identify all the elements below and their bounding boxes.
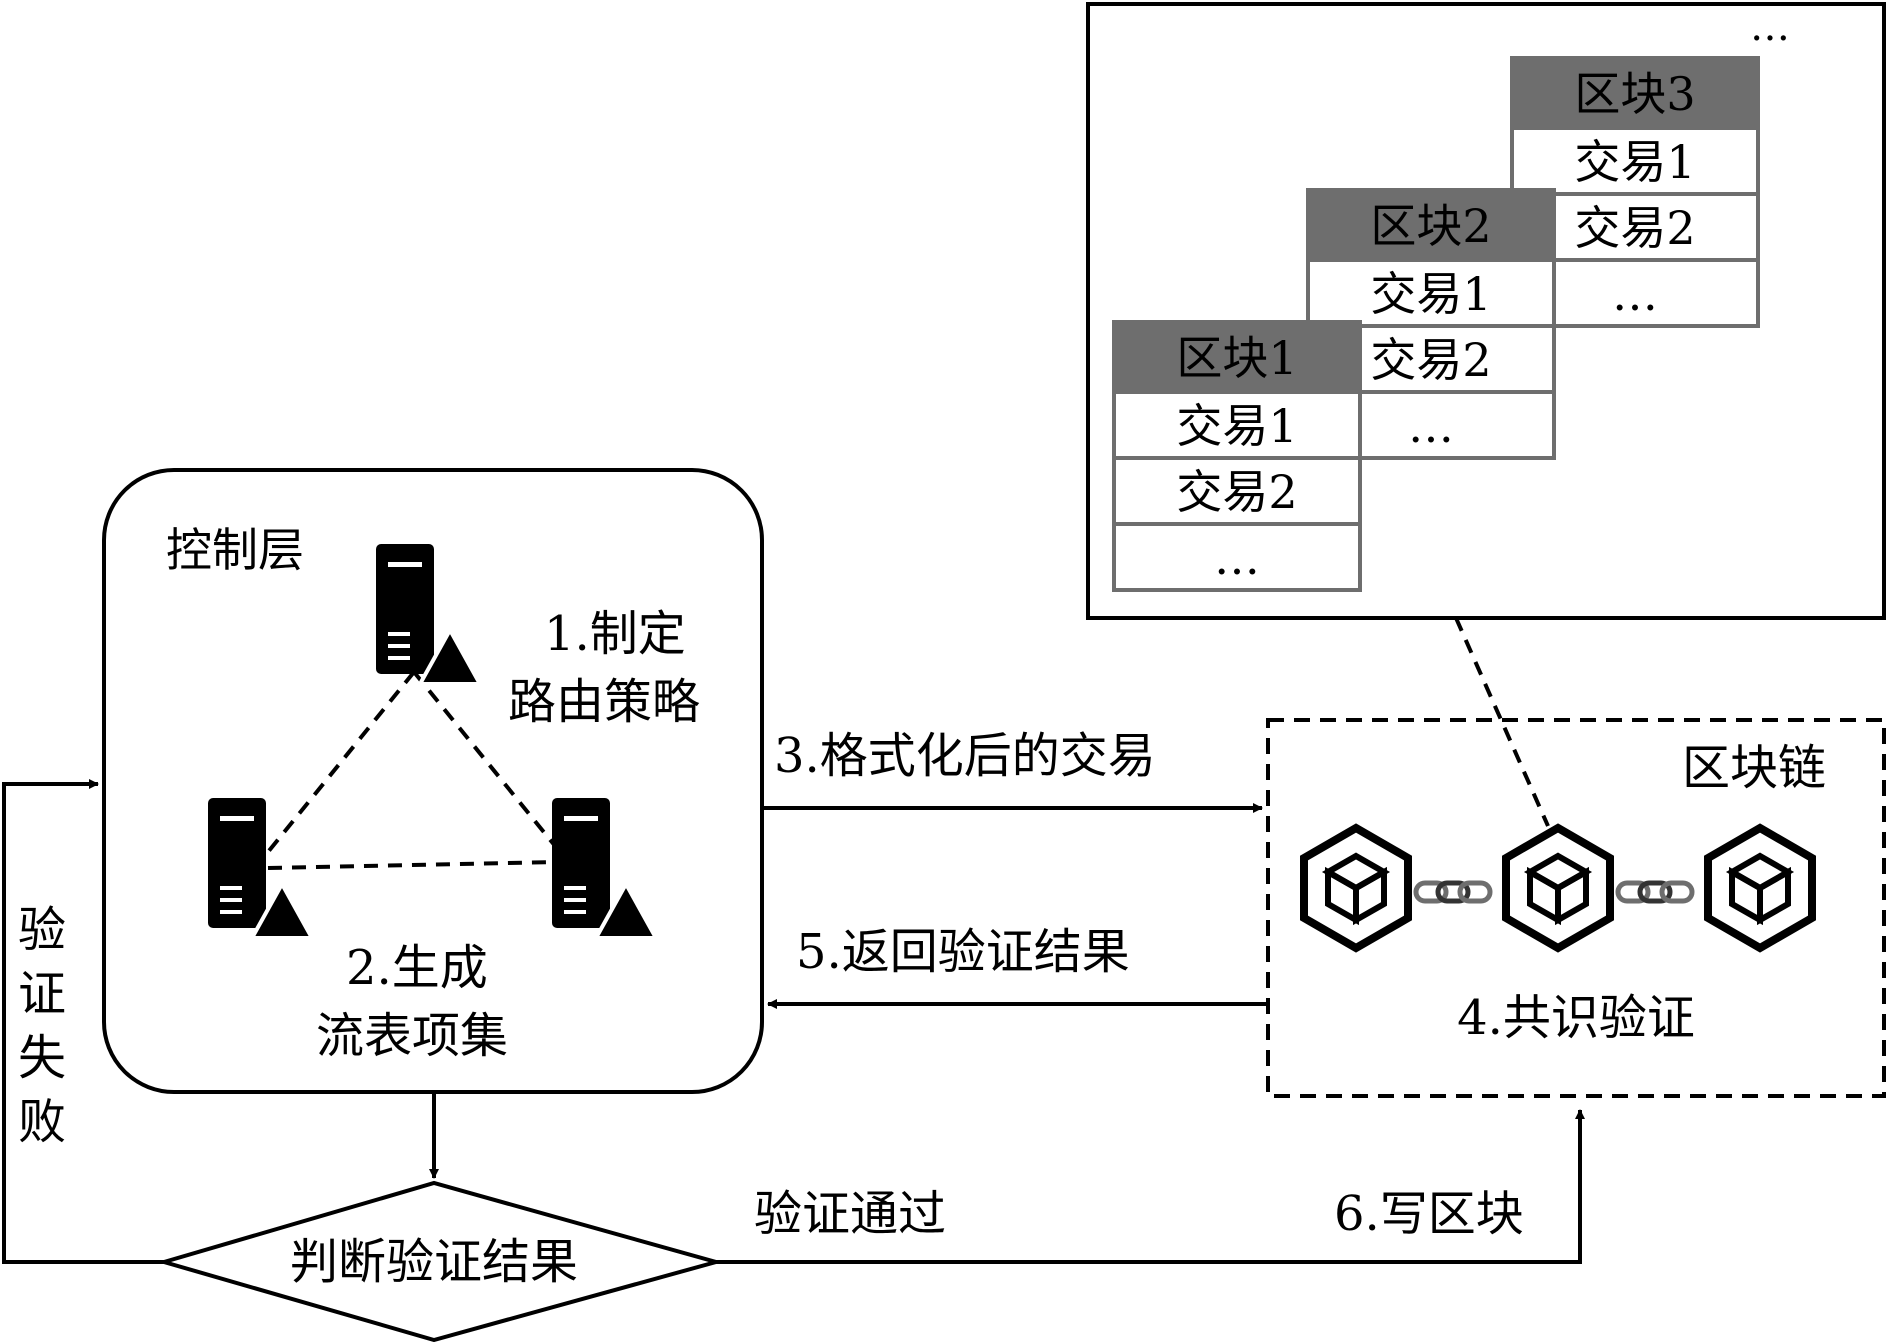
step3-label: 3.格式化后的交易 bbox=[774, 728, 1156, 784]
ledger-block-1: 区块1 交易1 交易2 … bbox=[1112, 320, 1362, 592]
fail-loop-line bbox=[2, 779, 164, 1264]
ledger-row-text: 交易1 bbox=[1370, 267, 1491, 321]
ledger-row-text: 交易2 bbox=[1370, 333, 1491, 387]
ledger-row bbox=[1112, 522, 1362, 592]
fail-char-4: 败 bbox=[18, 1094, 66, 1150]
ledger-row bbox=[1510, 126, 1760, 196]
ledger-row bbox=[1306, 258, 1556, 328]
ledger-row bbox=[1112, 456, 1362, 526]
control-layer-title: 控制层 bbox=[166, 523, 304, 577]
decision-label: 判断验证结果 bbox=[290, 1234, 578, 1290]
ledger-block-header-text: 区块1 bbox=[1176, 331, 1297, 385]
ledger-row-text: … bbox=[1408, 399, 1454, 453]
pass-line bbox=[716, 1109, 1585, 1264]
fail-char-3: 失 bbox=[18, 1030, 66, 1086]
pass-label: 验证通过 bbox=[754, 1186, 946, 1242]
step5-label: 5.返回验证结果 bbox=[796, 924, 1130, 980]
step2-line2: 流表项集 bbox=[316, 1008, 508, 1064]
step1-line2: 路由策略 bbox=[508, 674, 700, 730]
ledger-row-text: … bbox=[1214, 531, 1260, 585]
ledger-row-text: 交易1 bbox=[1574, 135, 1695, 189]
step6-label: 6.写区块 bbox=[1334, 1186, 1524, 1242]
ledger-block-header bbox=[1308, 190, 1554, 260]
fail-char-2: 证 bbox=[18, 966, 66, 1022]
controller-links bbox=[266, 670, 562, 870]
step1-line1: 1.制定 bbox=[544, 606, 686, 662]
ledger-block-header-text: 区块2 bbox=[1370, 199, 1491, 253]
ledger-block-header-text: 区块3 bbox=[1574, 67, 1695, 121]
fail-char-1: 验 bbox=[18, 902, 66, 958]
ledger-block-header bbox=[1114, 322, 1360, 392]
ledger-row-text: 交易2 bbox=[1176, 465, 1297, 519]
ledger-row-text: 交易2 bbox=[1574, 201, 1695, 255]
ledger-blocks: 区块3 交易1 交易2 … 区块2 交易1 交易2 … 区块1 交易1 交易2 … bbox=[1112, 56, 1760, 592]
fail-label: 验 证 失 败 bbox=[18, 902, 66, 1150]
ledger-link bbox=[1454, 617, 1550, 827]
step2-line1: 2.生成 bbox=[346, 940, 488, 996]
ledger-block-header bbox=[1512, 58, 1758, 128]
step4-label: 4.共识验证 bbox=[1457, 990, 1695, 1046]
ledger-row bbox=[1112, 390, 1362, 460]
ledger-row-text: 交易1 bbox=[1176, 399, 1297, 453]
blockchain-title: 区块链 bbox=[1682, 740, 1826, 796]
ledger-row-text: … bbox=[1612, 267, 1658, 321]
ledger-top-ellipsis: … bbox=[1750, 4, 1790, 50]
